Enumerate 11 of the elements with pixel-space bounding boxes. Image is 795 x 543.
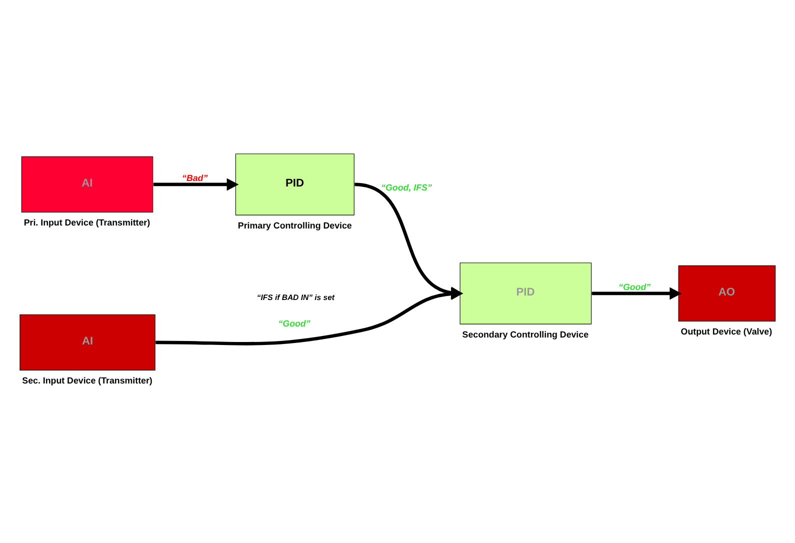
node-label: Secondary Controlling Device [462, 329, 589, 340]
edge-label: “Good, IFS” [381, 182, 432, 192]
edge-label: “Good” [278, 318, 310, 329]
arrow [153, 178, 239, 191]
node-label: Primary Controlling Device [238, 220, 352, 230]
arrow [592, 287, 682, 300]
node-label: Sec. Input Device (Transmitter) [22, 375, 152, 386]
node-label: Pri. Input Device (Transmitter) [24, 218, 150, 228]
node-label: Output Device (Valve) [680, 326, 772, 336]
edge-label: “Good” [618, 282, 651, 292]
edge-label: “Bad” [182, 173, 208, 184]
